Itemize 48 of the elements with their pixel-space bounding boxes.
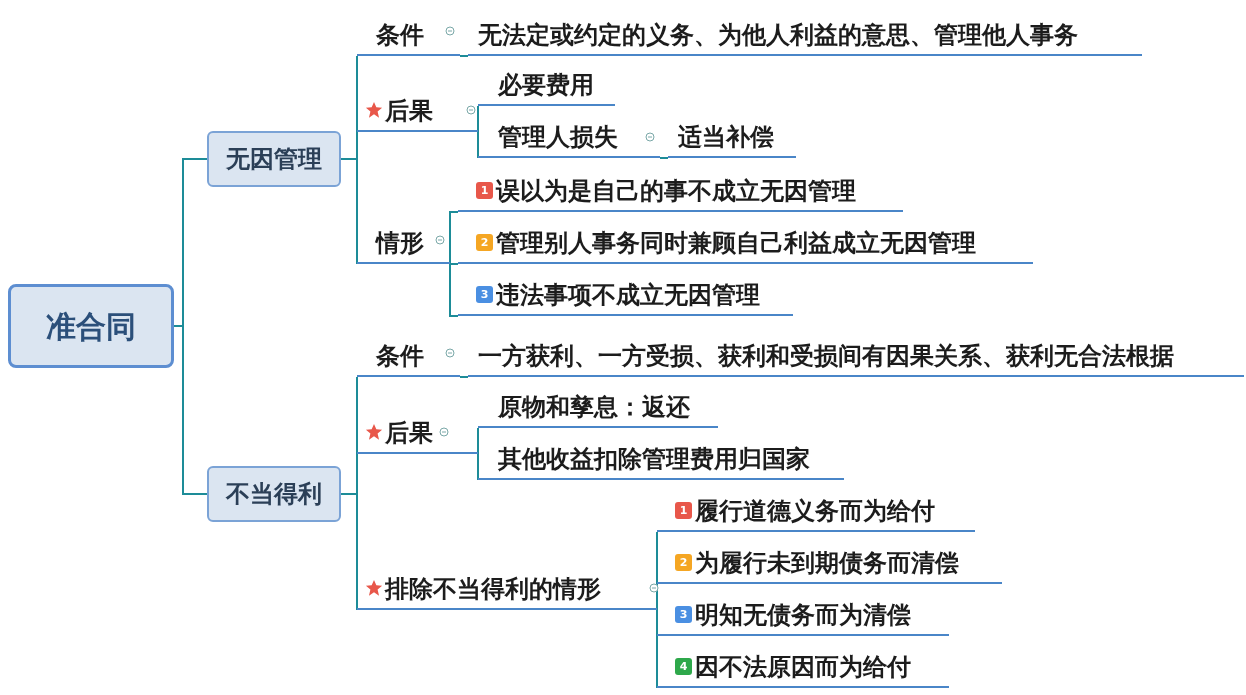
number-badge: 2: [476, 234, 493, 251]
connector-line: [659, 157, 669, 159]
connector-line: [340, 158, 358, 265]
topic-label: 管理人损失: [498, 122, 618, 152]
number-badge: 1: [675, 502, 692, 519]
topic-label: 管理别人事务同时兼顾自己利益成立无因管理: [496, 228, 976, 258]
connector-line: [656, 583, 658, 611]
root-topic-box: [8, 284, 174, 368]
topic-box: [207, 131, 341, 187]
topic-label: 为履行未到期债务而清偿: [695, 548, 959, 578]
connector-line: [449, 263, 459, 317]
topic-label: 排除不当得利的情形: [385, 574, 601, 604]
connector-line: [477, 453, 479, 481]
topic-label: 原物和孳息：返还: [498, 392, 690, 422]
number-badge: 1: [476, 182, 493, 199]
topic-label: 无因管理: [226, 144, 322, 175]
topic-label: 违法事项不成立无因管理: [496, 280, 760, 310]
topic-label: 条件: [376, 20, 424, 50]
connector-line: [173, 325, 208, 495]
topic-label: 后果: [385, 418, 433, 448]
topic-label: 一方获利、一方受损、获利和受损间有因果关系、获利无合法根据: [478, 341, 1174, 371]
topic-label: 必要费用: [498, 70, 594, 100]
connector-line: [477, 131, 479, 159]
topic-label: 情形: [376, 228, 424, 258]
topic-label: 后果: [385, 96, 433, 126]
topic-label: 履行道德义务而为给付: [695, 496, 935, 526]
topic-label: 明知无债务而为清偿: [695, 600, 911, 630]
connector-line: [449, 263, 459, 265]
connector-line: [477, 427, 479, 455]
number-badge: 4: [675, 658, 692, 675]
number-badge: 2: [675, 554, 692, 571]
connector-line: [340, 493, 358, 611]
topic-label: 条件: [376, 341, 424, 371]
topic-label: 误以为是自己的事不成立无因管理: [496, 176, 856, 206]
topic-label: 因不法原因而为给付: [695, 652, 911, 682]
connector-line: [656, 609, 658, 689]
connector-line: [477, 105, 479, 133]
topic-label: 其他收益扣除管理费用归国家: [498, 444, 810, 474]
number-badge: 3: [675, 606, 692, 623]
connector-line: [449, 211, 459, 265]
topic-box: [207, 466, 341, 522]
connector-line: [459, 376, 469, 378]
topic-label: 准合同: [46, 307, 136, 346]
number-badge: 3: [476, 286, 493, 303]
connector-line: [459, 55, 469, 57]
topic-label: 适当补偿: [678, 122, 774, 152]
topic-label: 无法定或约定的义务、为他人利益的意思、管理他人事务: [478, 20, 1078, 50]
topic-label: 不当得利: [226, 479, 322, 510]
